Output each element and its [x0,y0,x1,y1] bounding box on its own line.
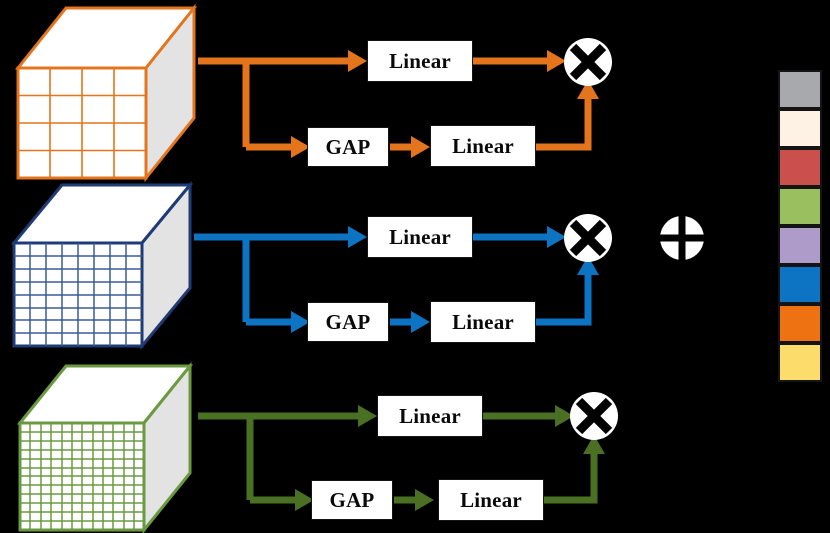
color-legend [778,70,822,382]
branch-green-multiply [570,392,618,440]
branch-blue-gap[interactable]: GAP [307,302,389,342]
branch-orange-gap[interactable]: GAP [307,127,389,167]
swatch-yellow[interactable] [778,343,822,382]
cube-orange [14,3,198,183]
swatch-orange[interactable] [778,304,822,343]
branch-blue-linear-bottom[interactable]: Linear [430,301,536,343]
fusion-sum-symbol [658,214,706,262]
cube-green [16,361,194,533]
swatch-gray[interactable] [778,70,822,109]
cube-blue [10,180,194,351]
swatch-red[interactable] [778,148,822,187]
swatch-green[interactable] [778,187,822,226]
swatch-purple[interactable] [778,226,822,265]
branch-blue-linear-top[interactable]: Linear [367,216,473,258]
branch-orange-linear-top[interactable]: Linear [367,40,473,82]
swatch-cream[interactable] [778,109,822,148]
branch-green-linear-top[interactable]: Linear [377,395,483,437]
branch-green-linear-bottom[interactable]: Linear [438,479,544,521]
branch-green-gap[interactable]: GAP [311,480,393,520]
branch-orange-multiply [564,38,612,86]
branch-blue-multiply [564,214,612,262]
swatch-blue[interactable] [778,265,822,304]
branch-orange-linear-bottom[interactable]: Linear [430,125,536,167]
